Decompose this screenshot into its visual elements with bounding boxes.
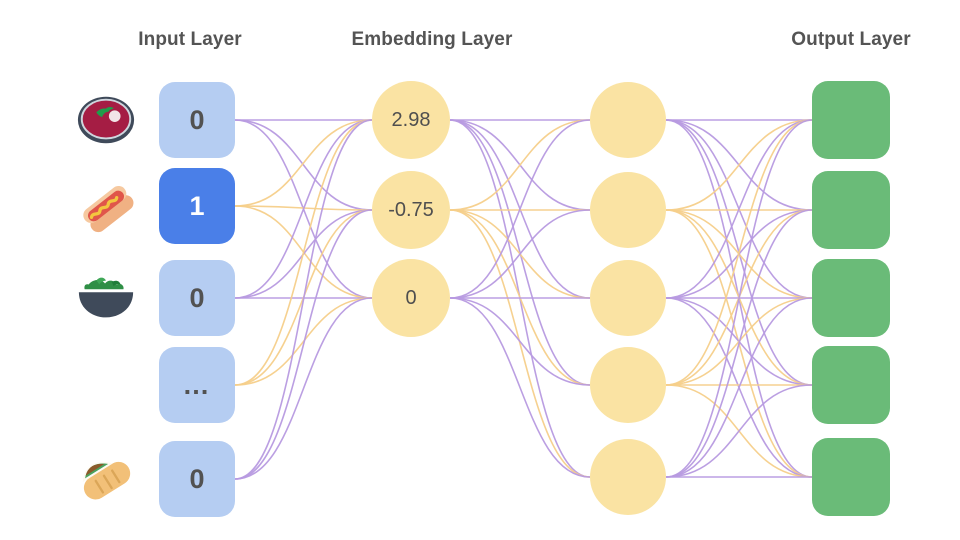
hot-dog-icon <box>75 175 137 237</box>
hidden-node-1[interactable] <box>590 82 666 158</box>
input-node-value: 1 <box>189 190 205 221</box>
input-node-value: 0 <box>189 282 205 313</box>
input-node-1[interactable]: 0 <box>159 82 235 158</box>
embedding-node-3[interactable]: 0 <box>372 259 450 337</box>
input-node-value: 0 <box>189 463 205 494</box>
edges-embedding-to-hidden <box>449 119 591 478</box>
input-node-5[interactable]: 0 <box>159 441 235 517</box>
input-layer-title: Input Layer <box>138 29 242 50</box>
input-node-value: … <box>182 369 212 400</box>
edges-hidden-to-output <box>665 119 813 478</box>
embedding-node-value: -0.75 <box>388 198 434 221</box>
hidden-node-5[interactable] <box>590 439 666 515</box>
input-node-2[interactable]: 1 <box>159 168 235 244</box>
embedding-node-value: 2.98 <box>391 108 431 131</box>
embedding-node-1[interactable]: 2.98 <box>372 81 450 159</box>
output-node-3[interactable] <box>812 259 890 337</box>
input-node-3[interactable]: 0 <box>159 260 235 336</box>
hidden-node-4[interactable] <box>590 347 666 423</box>
input-node-4[interactable]: … <box>159 347 235 423</box>
output-node-4[interactable] <box>812 346 890 424</box>
output-node-2[interactable] <box>812 171 890 249</box>
embedding-node-value: 0 <box>405 286 417 309</box>
edges-input-to-embedding <box>234 119 373 480</box>
output-node-1[interactable] <box>812 81 890 159</box>
embedding-layer-title: Embedding Layer <box>351 29 513 50</box>
burrito-icon <box>75 448 137 510</box>
embedding-node-2[interactable]: -0.75 <box>372 171 450 249</box>
input-node-value: 0 <box>189 104 205 135</box>
output-layer-title: Output Layer <box>791 29 911 50</box>
hidden-node-2[interactable] <box>590 172 666 248</box>
output-node-5[interactable] <box>812 438 890 516</box>
salad-bowl-icon <box>75 267 137 329</box>
hidden-node-3[interactable] <box>590 260 666 336</box>
stew-bowl-icon <box>75 89 137 151</box>
